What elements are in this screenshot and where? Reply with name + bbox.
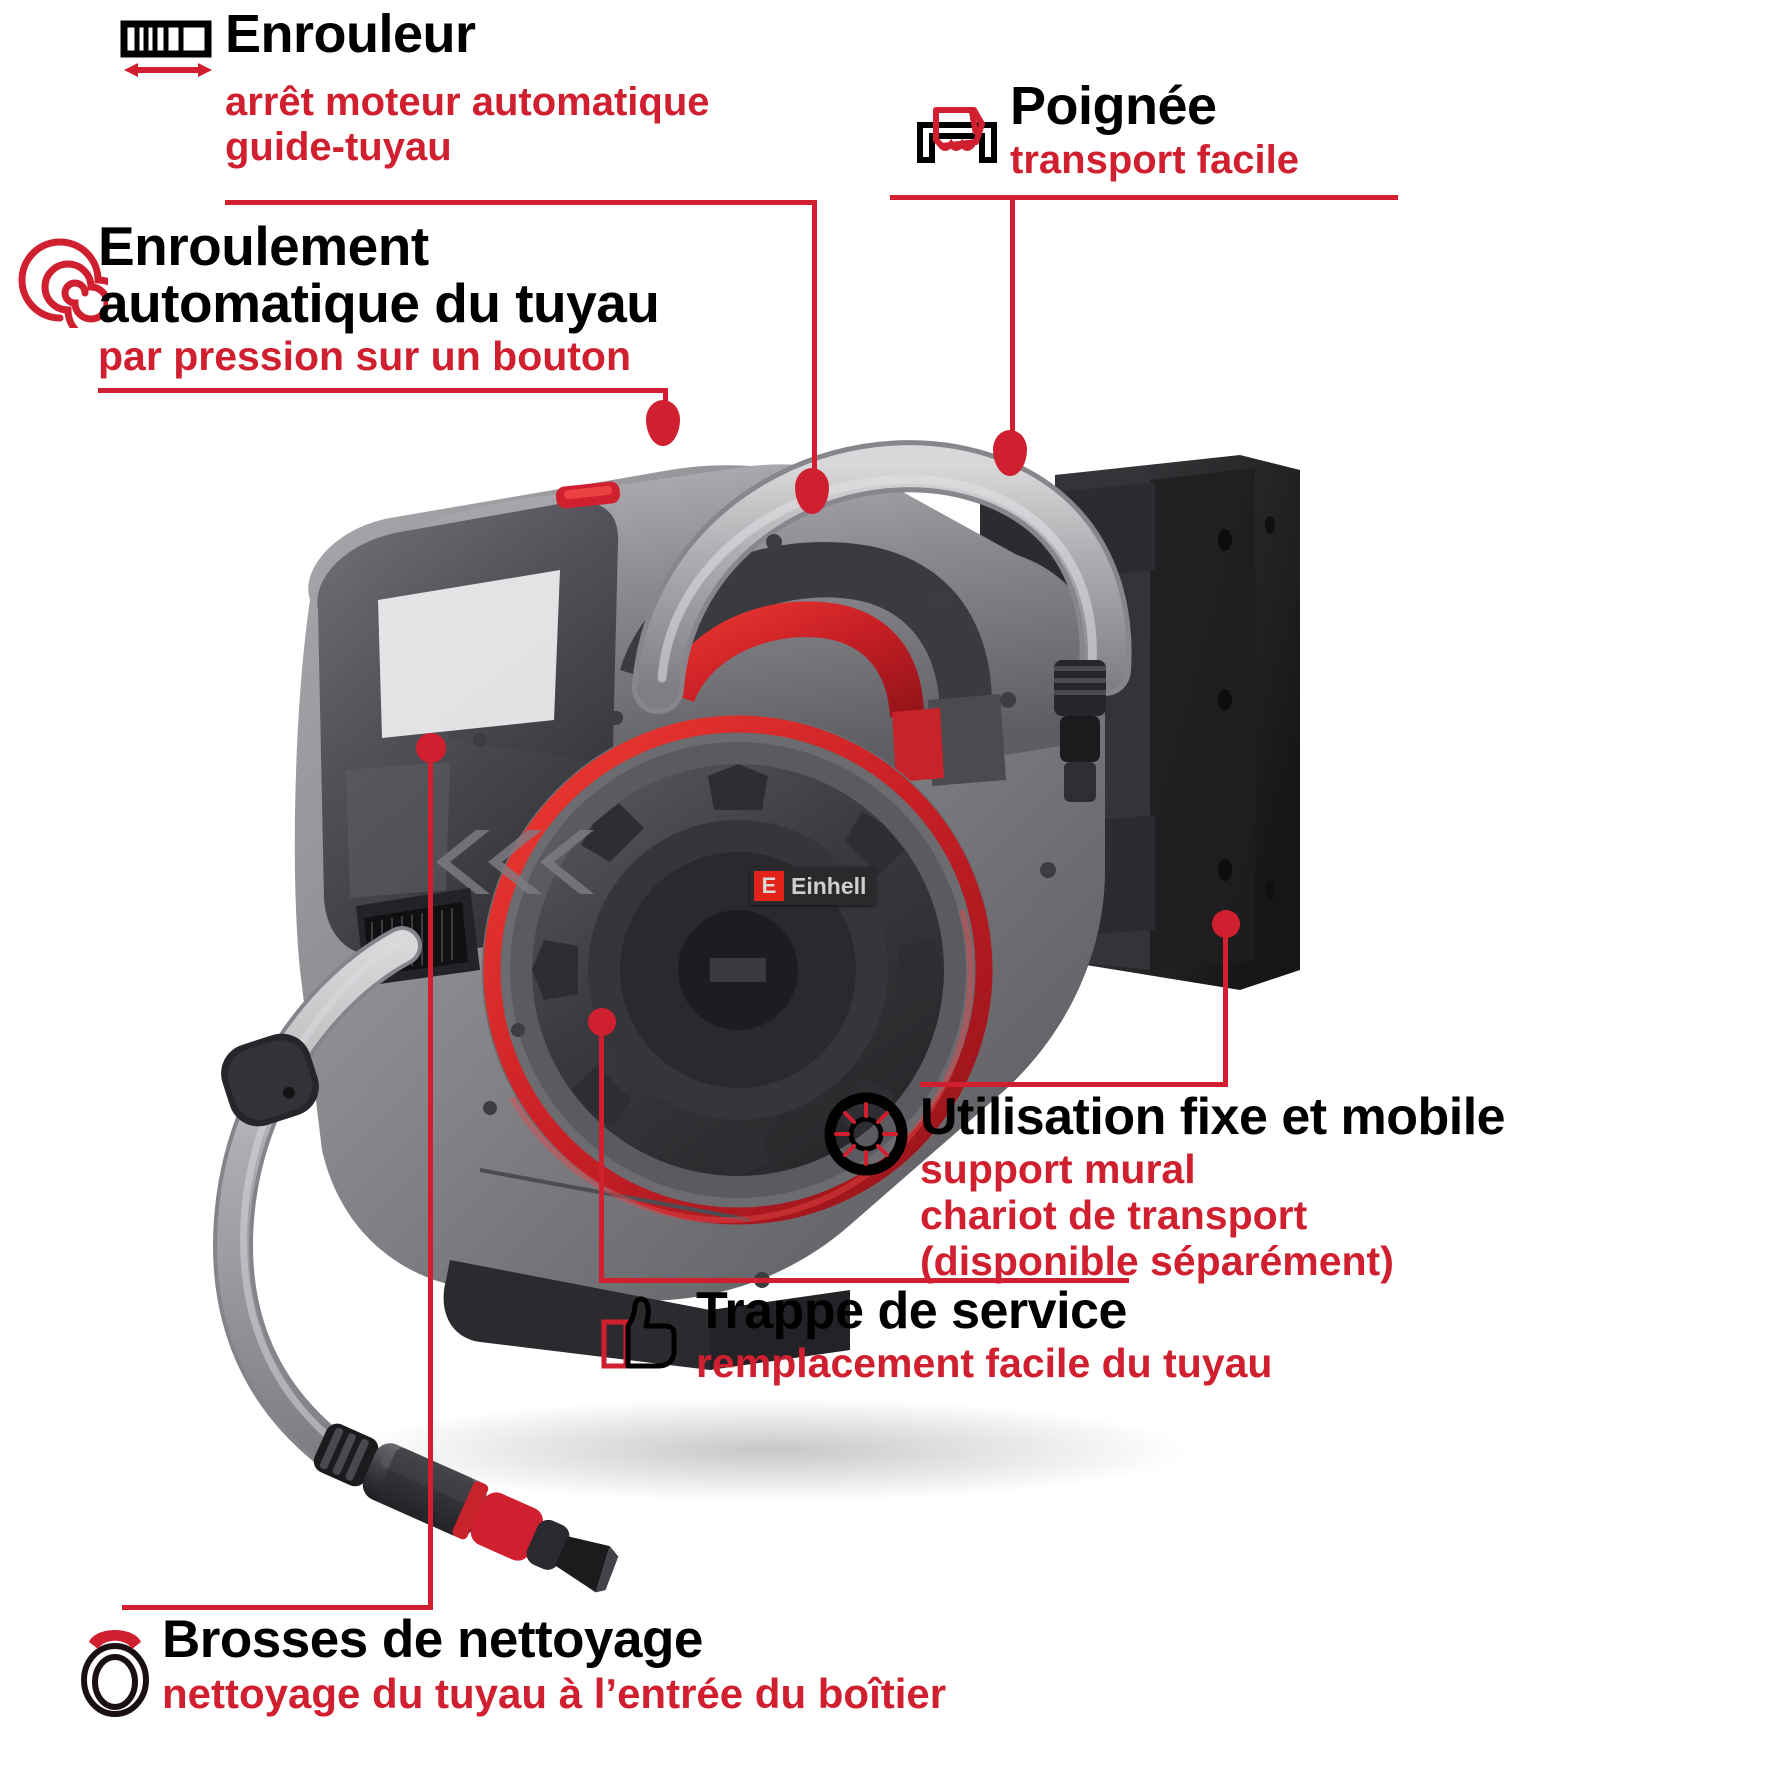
hand-grip-handle-icon <box>912 100 1002 166</box>
callout-enroulement-subline-1: par pression sur un bouton <box>98 333 632 380</box>
callout-utilisation-subline-2: chariot de transport <box>920 1191 1308 1238</box>
callout-enroulement-headline-line-2: automatique du tuyau <box>98 272 660 335</box>
spiral-icon <box>12 232 108 328</box>
callout-utilisation: Utilisation fixe et mobile support mural… <box>920 1088 1506 1285</box>
leader-line-trappe-horizontal <box>599 1278 1129 1283</box>
leader-line-utilisation-vertical <box>1223 922 1228 1087</box>
callout-enroulement-headline-line-1: Enroulement <box>98 215 429 277</box>
leader-line-poignee-horizontal <box>890 195 1398 200</box>
cleaning-brush-icon <box>76 1618 154 1718</box>
einhell-logo-wordmark: Einhell <box>791 872 867 899</box>
callout-utilisation-subline-1: support mural <box>920 1146 1196 1193</box>
einhell-logo: E Einhell <box>750 867 877 905</box>
callout-enroulement: Enroulement automatique du tuyau par pre… <box>98 215 660 380</box>
leader-dot-enroulement <box>646 400 680 446</box>
leader-line-utilisation-horizontal <box>920 1082 1228 1087</box>
callout-utilisation-subline-3: (disponible séparément) <box>920 1237 1394 1284</box>
callout-trappe: Trappe de service remplacement facile du… <box>696 1284 1272 1387</box>
callout-brosses-headline: Brosses de nettoyage <box>162 1610 703 1669</box>
hose-reel-extension-icon <box>118 20 218 82</box>
product-image: E Einhell <box>150 270 1400 1600</box>
callout-enrouleur-subline-2: guide-tuyau <box>225 124 452 169</box>
callout-enrouleur: Enrouleur <box>225 6 476 62</box>
einhell-logo-mark: E <box>754 871 784 901</box>
leader-line-poignee-vertical <box>1010 195 1015 450</box>
callout-utilisation-headline: Utilisation fixe et mobile <box>920 1088 1506 1146</box>
leader-line-enroulement-horizontal <box>98 388 668 393</box>
leader-dot-poignee <box>993 430 1027 476</box>
callout-enrouleur-subline-1: arrêt moteur automatique <box>225 80 710 124</box>
thumbs-up-icon <box>598 1290 684 1376</box>
leader-dot-enrouleur <box>795 468 829 514</box>
callout-enrouleur-headline: Enrouleur <box>225 4 476 64</box>
callout-poignee-headline: Poignée <box>1010 76 1217 136</box>
einhell-logo-letter: E <box>761 873 777 898</box>
leader-line-enrouleur-horizontal <box>225 200 817 205</box>
leader-line-trappe-vertical <box>599 1022 604 1282</box>
leader-line-brosses-vertical <box>428 748 433 1610</box>
callout-trappe-subline-1: remplacement facile du tuyau <box>696 1340 1273 1387</box>
leader-line-enrouleur-vertical <box>812 200 817 490</box>
wheel-icon <box>822 1090 910 1178</box>
callout-brosses-subline-1: nettoyage du tuyau à l’entrée du boîtier <box>162 1670 947 1718</box>
leader-line-brosses-horizontal <box>122 1605 433 1610</box>
callout-enrouleur-sublines: arrêt moteur automatique guide-tuyau <box>225 80 710 170</box>
callout-trappe-headline: Trappe de service <box>696 1282 1127 1340</box>
callout-poignee: Poignée transport facile <box>1010 78 1299 183</box>
callout-poignee-subline-1: transport facile <box>1010 138 1299 183</box>
callout-brosses: Brosses de nettoyage nettoyage du tuyau … <box>162 1612 946 1717</box>
